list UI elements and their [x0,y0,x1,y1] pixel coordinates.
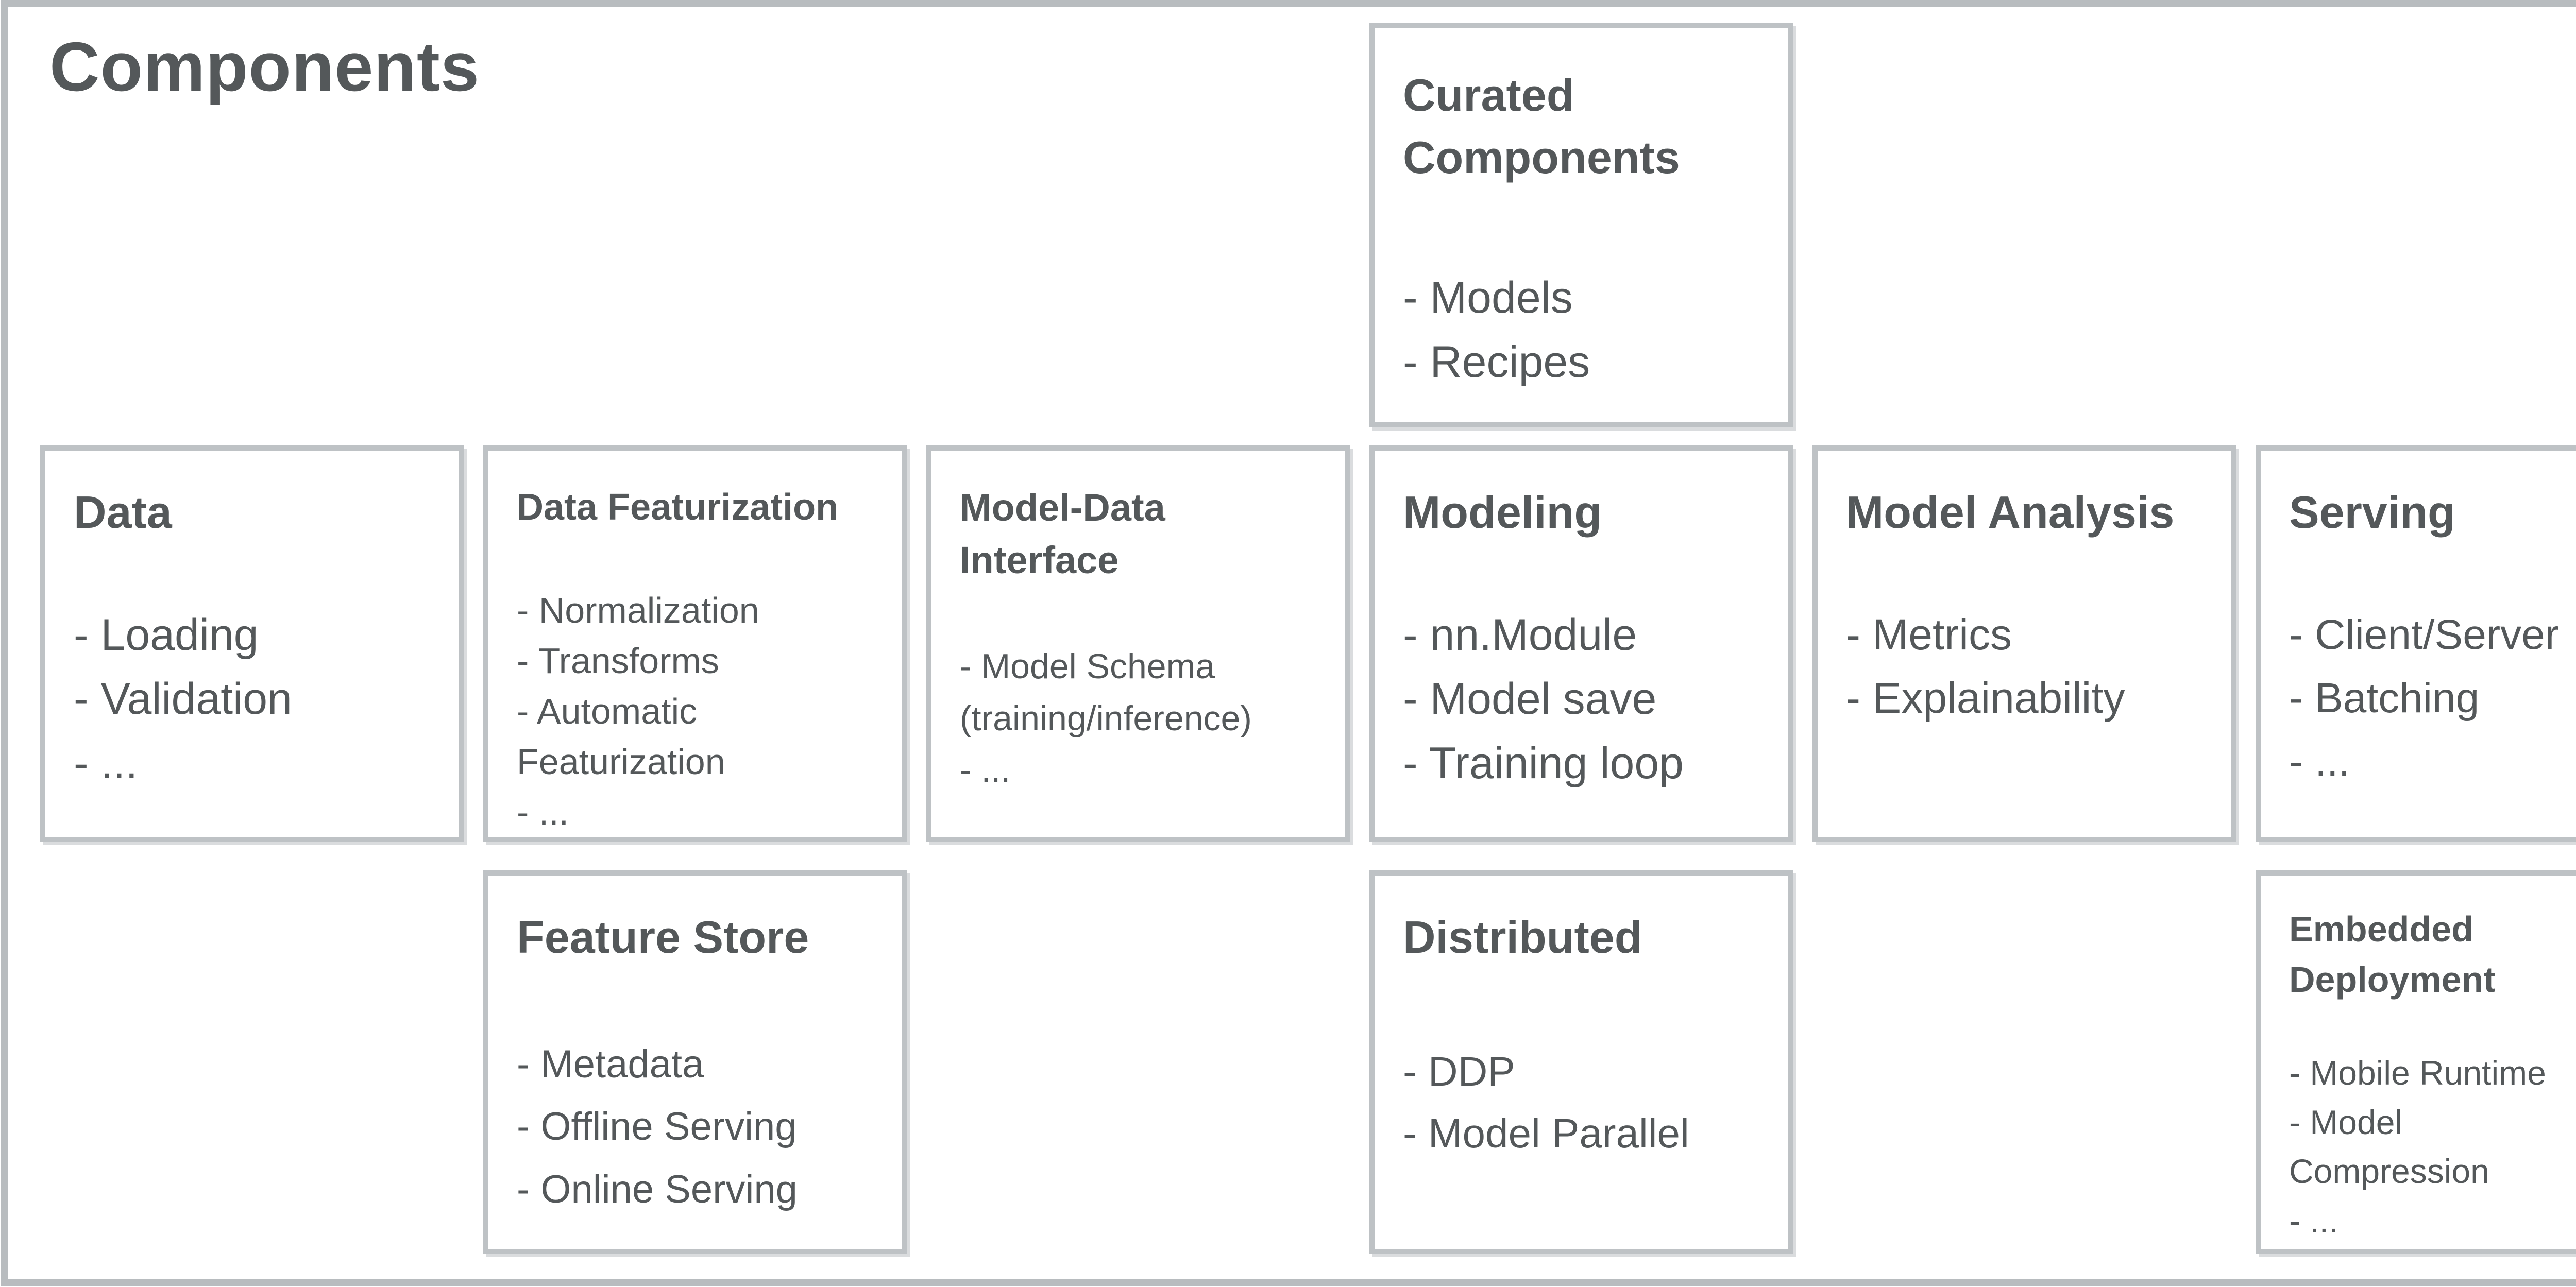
list-item: - Model Parallel [1403,1110,1689,1156]
box-title: Data [74,487,172,538]
box-item-list: - Metrics - Explainability [1846,603,2202,730]
box-modeling: Modeling - nn.Module - Model save - Trai… [1369,445,1793,842]
list-item: - Metrics [1846,610,2012,659]
box-data-featurization: Data Featurization - Normalization - Tra… [483,445,907,842]
list-item: - ... [2289,1202,2338,1240]
list-item: - Model Schema (training/inference) [960,647,1252,738]
list-item: - Batching [2289,674,2480,722]
box-curated-components: Curated Components - Models - Recipes [1369,23,1793,427]
box-item-list: - Mobile Runtime - Model Compression - .… [2289,1049,2576,1246]
list-item: - ... [517,792,569,832]
box-model-analysis: Model Analysis - Metrics - Explainabilit… [1812,445,2236,842]
list-item: - ... [960,750,1011,790]
box-distributed: Distributed - DDP - Model Parallel [1369,870,1793,1254]
list-item: - Models [1403,273,1573,323]
box-data: Data - Loading - Validation - ... [40,445,464,842]
box-model-data-interface: Model-Data Interface - Model Schema (tra… [926,445,1350,842]
list-item: - ... [74,738,138,788]
box-item-list: - Client/Server - Batching - ... [2289,603,2576,793]
list-item: - Loading [74,610,259,660]
list-item: - Metadata [517,1042,704,1086]
list-item: - ... [2289,737,2350,785]
box-item-list: - Normalization - Transforms - Automatic… [517,585,873,837]
list-item: - nn.Module [1403,610,1637,660]
box-title: Modeling [1403,487,1602,538]
box-title: Serving [2289,487,2455,538]
box-serving: Serving - Client/Server - Batching - ... [2256,445,2576,842]
box-embedded-deployment: Embedded Deployment - Mobile Runtime - M… [2256,870,2576,1254]
box-title: Data Featurization [517,487,839,528]
box-item-list: - Loading - Validation - ... [74,603,430,796]
list-item: - Online Serving [517,1167,798,1211]
list-item: - DDP [1403,1048,1515,1094]
box-item-list: - Metadata - Offline Serving - Online Se… [517,1033,873,1221]
list-item: - Explainability [1846,674,2125,723]
box-title: Model Analysis [1846,487,2175,538]
list-item: - Validation [74,674,292,724]
box-title: Curated Components [1403,70,1680,183]
list-item: - Offline Serving [517,1105,797,1149]
box-title: Distributed [1403,912,1642,963]
page-title: Components [49,28,480,106]
box-item-list: - Models - Recipes [1403,266,1759,394]
list-item: - Mobile Runtime [2289,1054,2546,1092]
box-feature-store: Feature Store - Metadata - Offline Servi… [483,870,907,1254]
box-item-list: - DDP - Model Parallel [1403,1041,1759,1164]
box-item-list: - Model Schema (training/inference) - ..… [960,641,1316,796]
box-item-list: - nn.Module - Model save - Training loop [1403,603,1759,796]
list-item: - Client/Server [2289,611,2560,658]
list-item: - Recipes [1403,337,1590,387]
list-item: - Normalization [517,590,759,630]
list-item: - Automatic Featurization [517,691,725,782]
box-title: Feature Store [517,912,809,963]
list-item: - Model save [1403,674,1657,724]
box-title: Embedded Deployment [2289,909,2496,1000]
list-item: - Model Compression [2289,1103,2489,1191]
list-item: - Training loop [1403,738,1684,788]
box-title: Model-Data Interface [960,486,1165,582]
list-item: - Transforms [517,640,719,681]
